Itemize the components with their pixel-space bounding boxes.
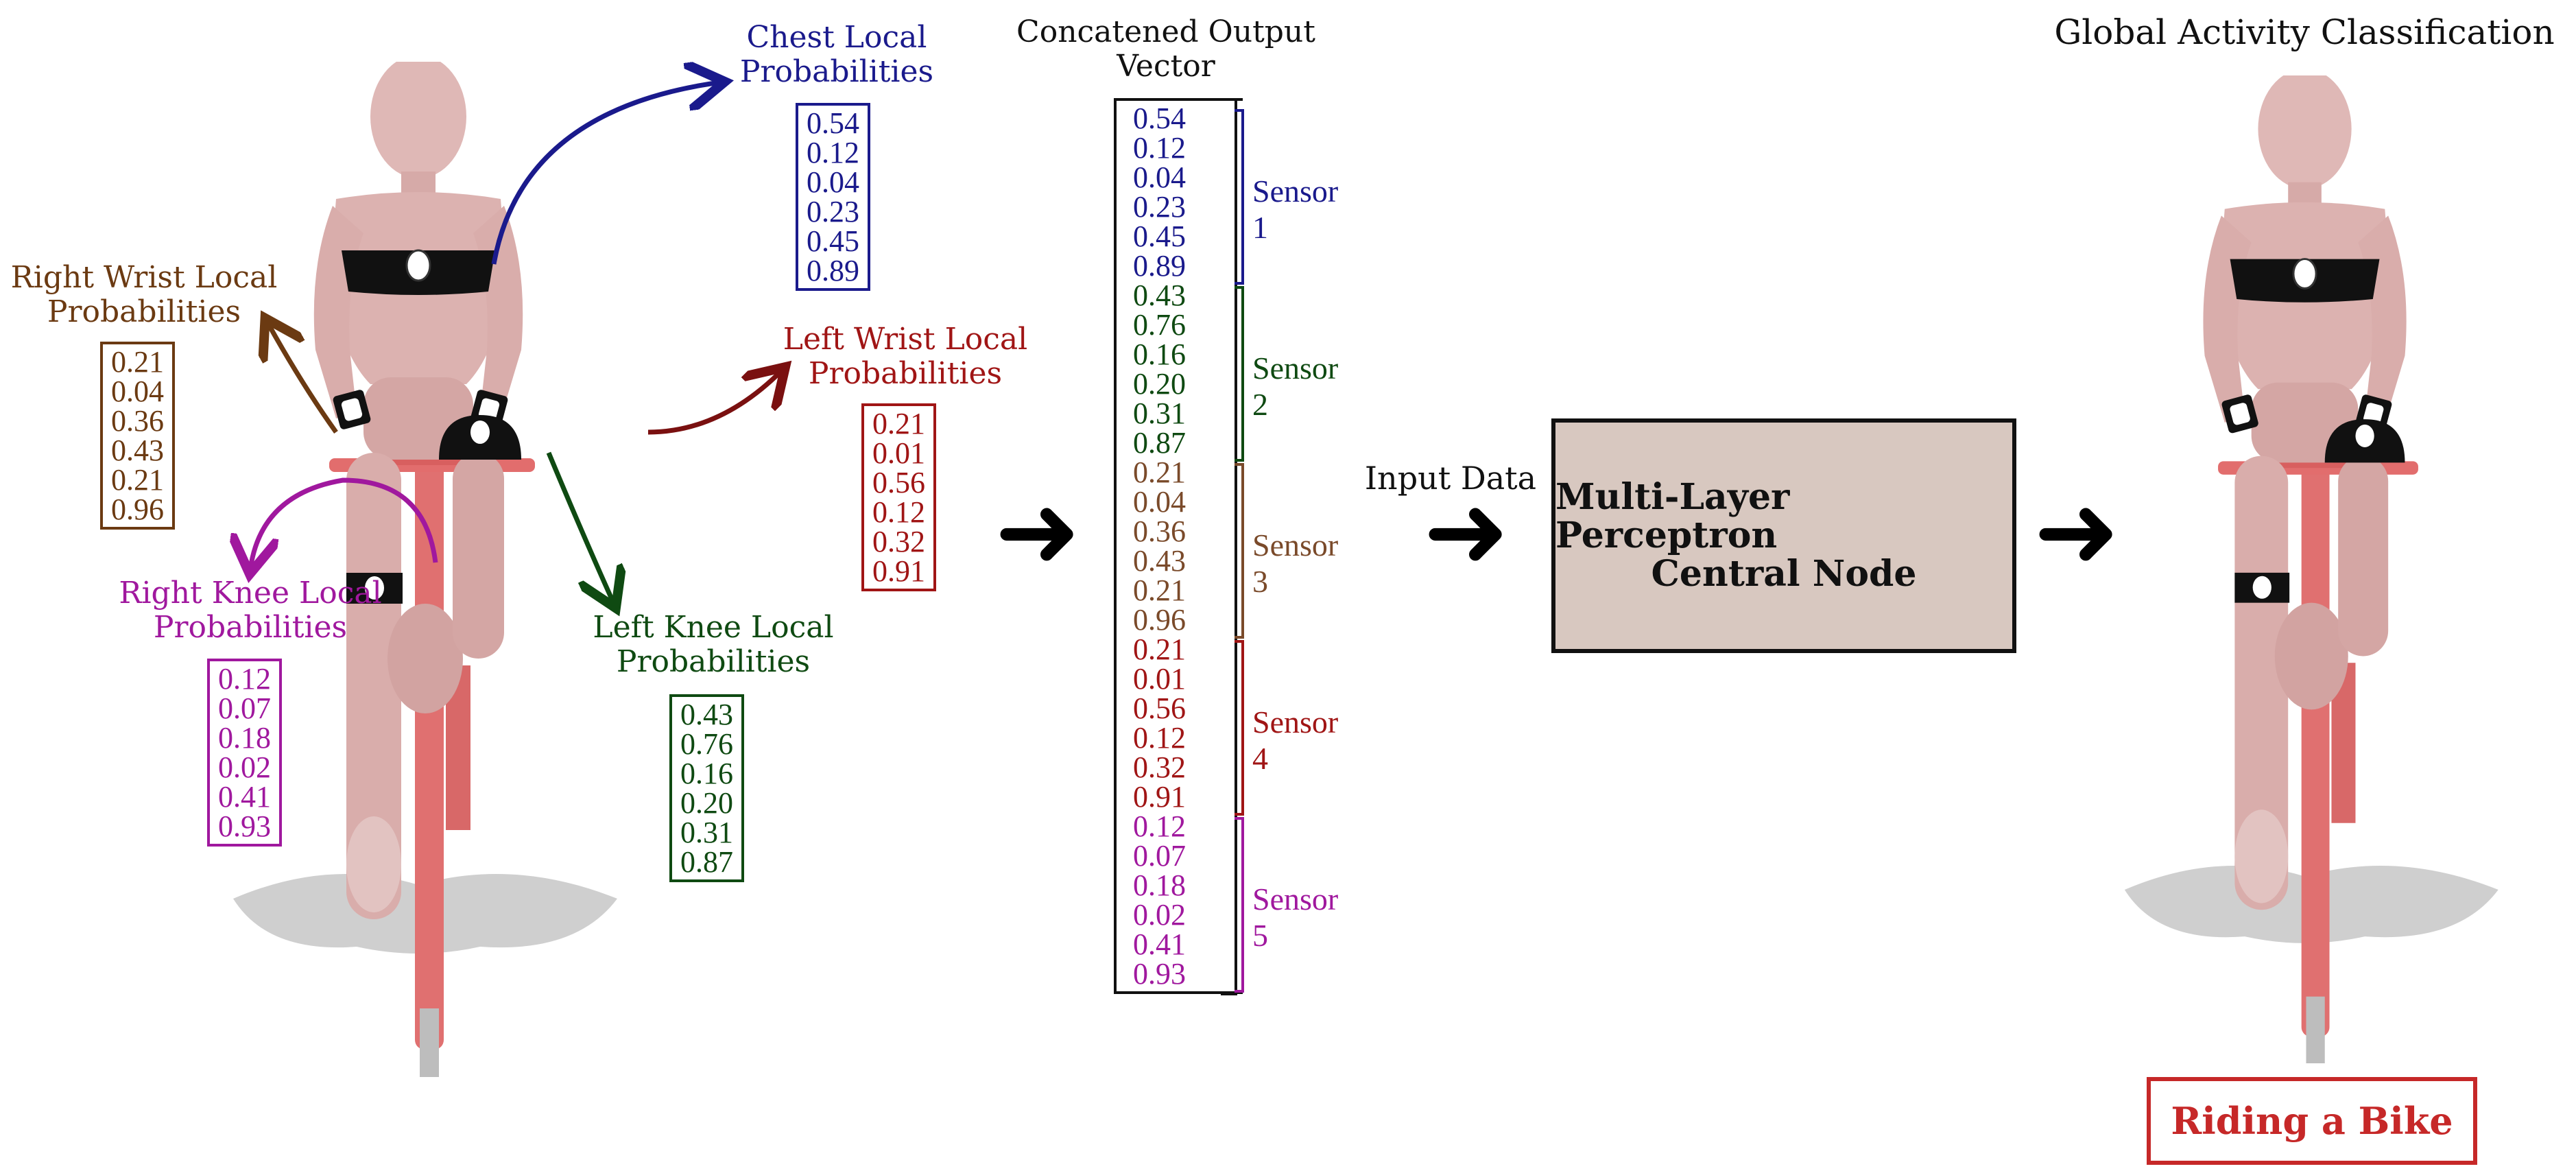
prob-value: 0.43 <box>111 434 164 467</box>
concat-value: 0.43 <box>1133 279 1186 312</box>
sensor-group-bracket <box>1235 109 1244 285</box>
concat-value: 0.21 <box>1133 573 1186 607</box>
cyclist-left-figure <box>233 62 617 1077</box>
arrow-to-mlp: ➜ <box>1423 472 1510 591</box>
concat-value: 0.12 <box>1133 721 1186 755</box>
input-data-label: Input Data <box>1364 460 1537 497</box>
mlp-central-node: Multi-Layer Perceptron Central Node <box>1551 418 2016 653</box>
prob-value: 0.31 <box>680 816 733 849</box>
sensor-label: Sensor 4 <box>1252 705 1339 776</box>
prob-value: 0.54 <box>807 106 859 140</box>
concat-value: 0.96 <box>1133 603 1186 637</box>
mlp-line-1: Multi-Layer Perceptron <box>1555 476 1790 556</box>
prob-value: 0.12 <box>807 136 859 169</box>
sensor-group-bracket <box>1235 286 1244 462</box>
sensor-group-bracket <box>1235 817 1244 993</box>
concat-value: 0.04 <box>1133 485 1186 519</box>
sensor-group-bracket <box>1235 640 1244 816</box>
sensor-arrows <box>0 0 892 755</box>
prob-value: 0.41 <box>218 780 271 814</box>
prob-value: 0.56 <box>872 466 925 499</box>
prob-value: 0.07 <box>218 691 271 725</box>
prob-value: 0.23 <box>807 195 859 228</box>
prob-value: 0.89 <box>807 254 859 287</box>
concat-value: 0.16 <box>1133 338 1186 371</box>
concat-value: 0.04 <box>1133 161 1186 194</box>
concat-value: 0.36 <box>1133 514 1186 548</box>
prob-value: 0.93 <box>218 809 271 843</box>
prob-value: 0.91 <box>872 554 925 588</box>
concat-right-bracket <box>1221 98 1237 995</box>
concat-value: 0.12 <box>1133 809 1186 843</box>
arrow-to-result: ➜ <box>2034 472 2120 591</box>
arrow-to-concat: ➜ <box>994 472 1081 591</box>
prob-value: 0.21 <box>872 407 925 440</box>
concat-value: 0.18 <box>1133 868 1186 902</box>
concat-value: 0.41 <box>1133 927 1186 961</box>
prob-value: 0.21 <box>111 463 164 497</box>
prob-value: 0.02 <box>218 750 271 784</box>
prob-value: 0.76 <box>680 727 733 761</box>
prob-value: 0.01 <box>872 436 925 470</box>
prob-value: 0.04 <box>807 165 859 199</box>
sensor-label: Sensor 2 <box>1252 351 1339 422</box>
concat-value: 0.93 <box>1133 957 1186 991</box>
concat-value: 0.43 <box>1133 544 1186 578</box>
concat-value: 0.23 <box>1133 190 1186 224</box>
prob-value: 0.36 <box>111 404 164 438</box>
prob-value: 0.32 <box>872 525 925 558</box>
concat-value: 0.54 <box>1133 102 1186 135</box>
prob-value: 0.04 <box>111 375 164 408</box>
prob-value: 0.43 <box>680 698 733 731</box>
prob-value: 0.18 <box>218 721 271 755</box>
prob-value: 0.21 <box>111 345 164 379</box>
sensor-label: Sensor 1 <box>1252 174 1339 245</box>
prob-value: 0.96 <box>111 493 164 526</box>
concat-value: 0.12 <box>1133 131 1186 165</box>
concat-value: 0.91 <box>1133 780 1186 814</box>
concat-value: 0.20 <box>1133 367 1186 401</box>
concat-value: 0.45 <box>1133 220 1186 253</box>
sensor-group-bracket <box>1235 463 1244 639</box>
global-title: Global Activity Classification <box>2054 12 2555 52</box>
concat-value: 0.87 <box>1133 426 1186 460</box>
cyclist-right-figure <box>2124 75 2499 1063</box>
concat-value: 0.02 <box>1133 898 1186 932</box>
prob-value: 0.45 <box>807 224 859 258</box>
prob-value: 0.20 <box>680 786 733 820</box>
sensor-label: Sensor 5 <box>1252 882 1339 953</box>
concat-value: 0.32 <box>1133 750 1186 784</box>
concat-value: 0.01 <box>1133 662 1186 696</box>
concat-value: 0.07 <box>1133 839 1186 873</box>
prob-value: 0.16 <box>680 757 733 790</box>
prob-value: 0.87 <box>680 845 733 879</box>
concat-value: 0.56 <box>1133 691 1186 725</box>
concat-value: 0.31 <box>1133 397 1186 430</box>
result-label: Riding a Bike <box>2171 1099 2453 1143</box>
concat-value: 0.89 <box>1133 249 1186 283</box>
concat-value: 0.21 <box>1133 632 1186 666</box>
prob-value: 0.12 <box>872 495 925 529</box>
sensor-label: Sensor 3 <box>1252 528 1339 599</box>
mlp-line-2: Central Node <box>1651 553 1917 595</box>
concat-value: 0.21 <box>1133 456 1186 489</box>
concat-value: 0.76 <box>1133 308 1186 342</box>
prob-value: 0.12 <box>218 662 271 696</box>
result-box: Riding a Bike <box>2147 1077 2477 1165</box>
